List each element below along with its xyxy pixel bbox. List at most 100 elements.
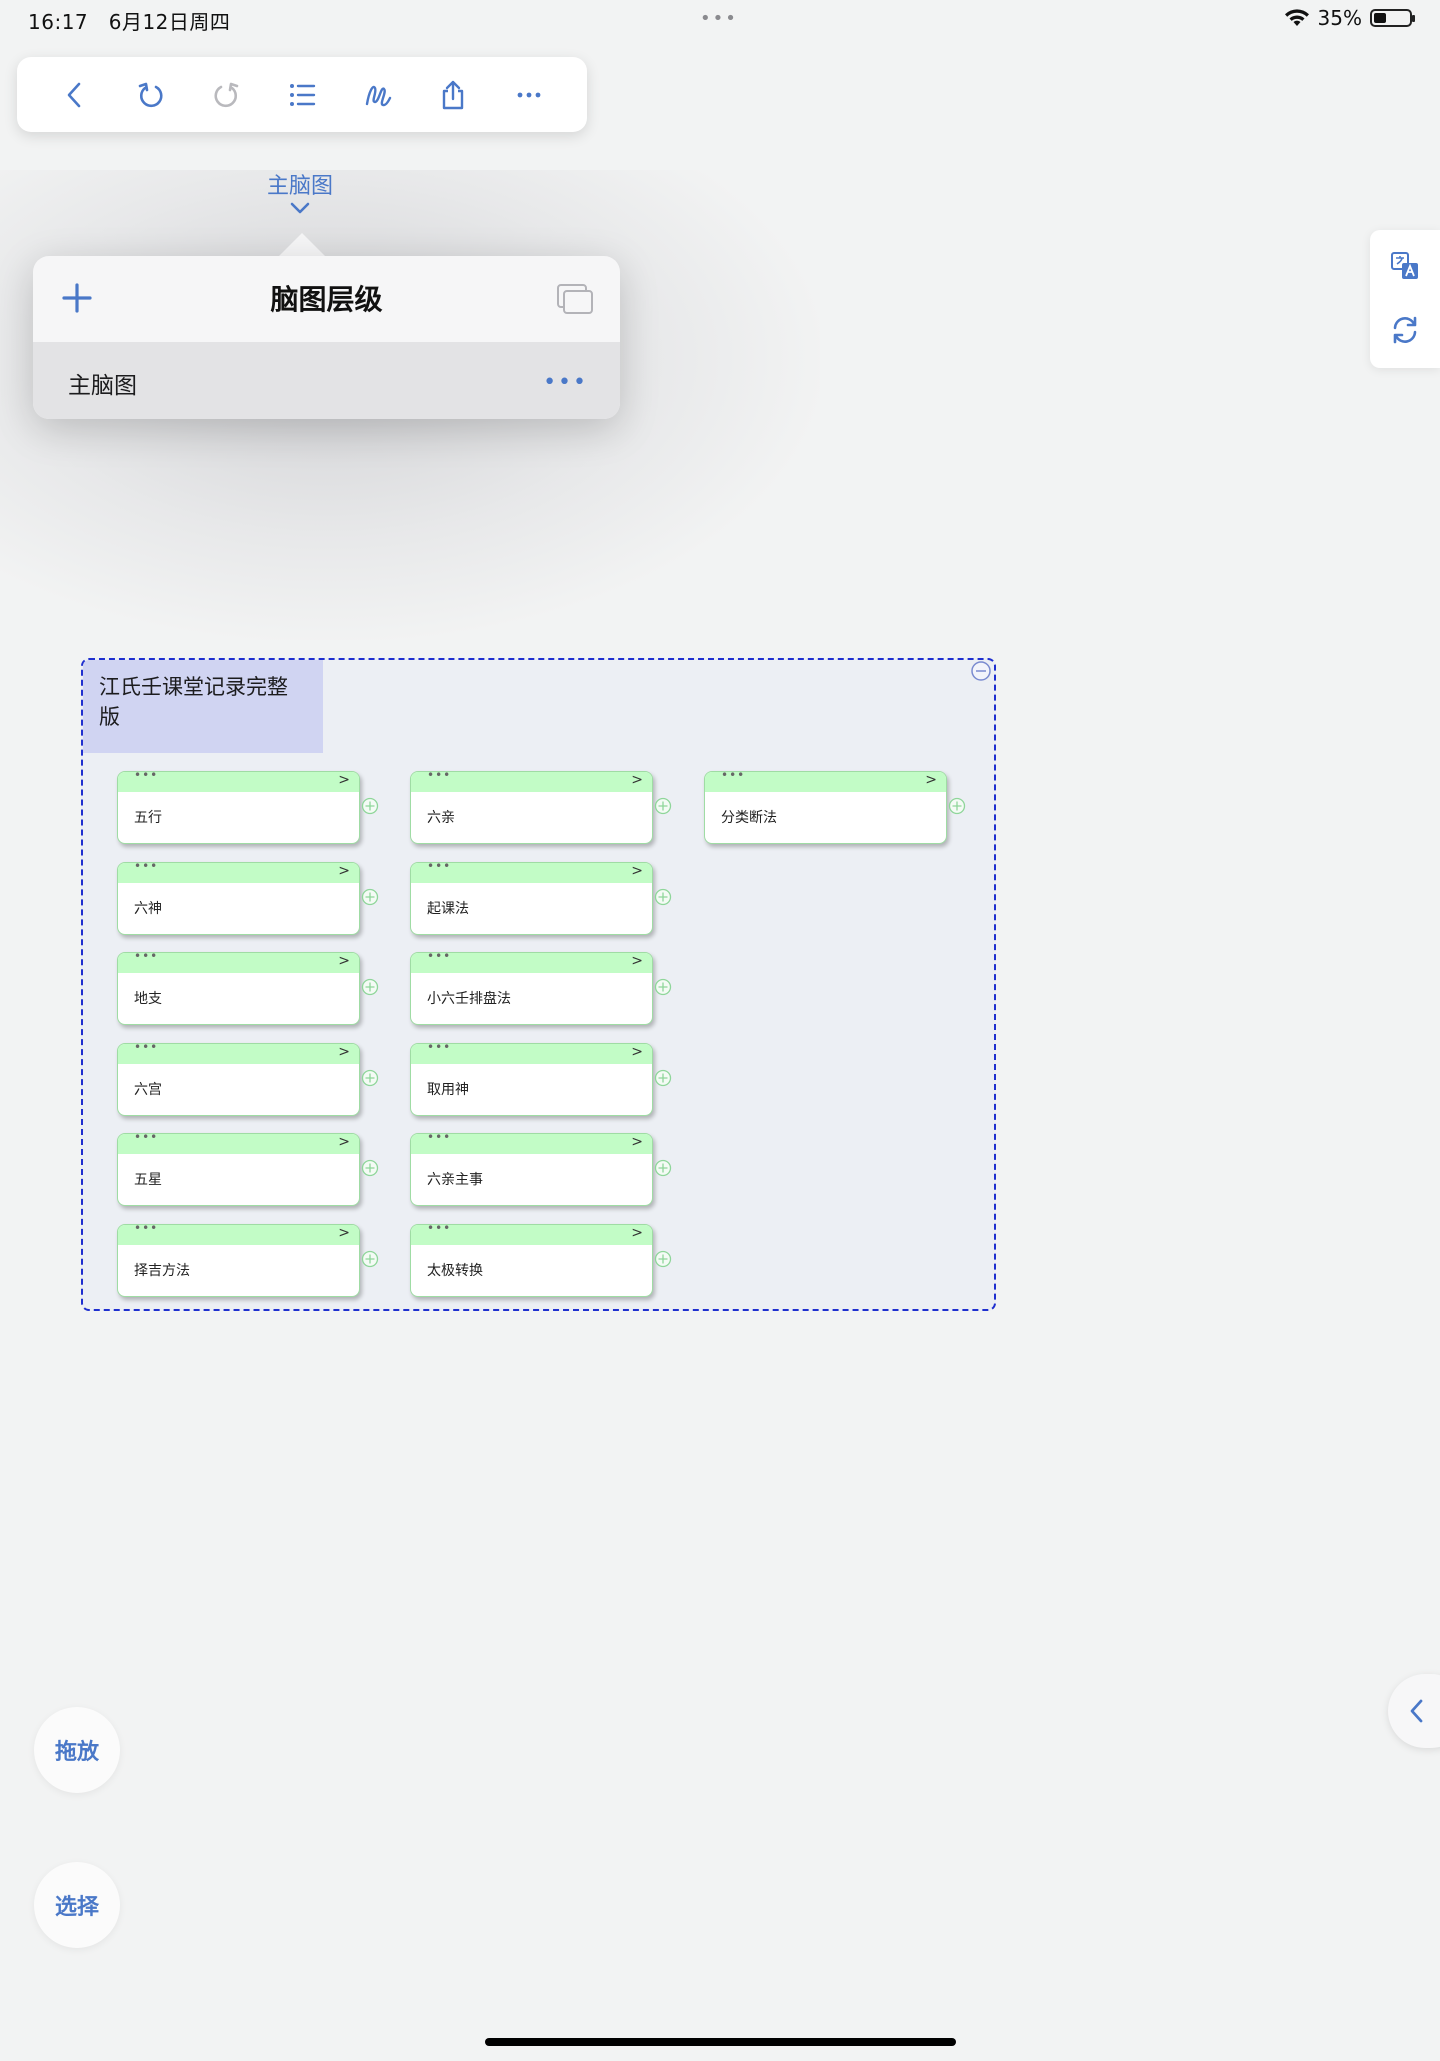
node-expand-arrow[interactable]: > [338,772,350,788]
redo-icon [214,82,239,107]
add-child-icon[interactable] [361,1159,379,1177]
side-tools-panel [1370,230,1440,368]
share-button[interactable] [431,73,475,117]
topic-node[interactable]: ••• > 六亲主事 [410,1130,653,1206]
topic-node[interactable]: ••• > 六神 [117,859,360,935]
node-label: 六神 [134,901,162,917]
mindmap-frame[interactable]: 江氏壬课堂记录完整版 •••>五行•••>六亲•••>分类断法•••>六神•••… [81,658,996,1311]
node-handle-icon[interactable]: ••• [134,768,159,782]
add-child-icon[interactable] [654,1159,672,1177]
add-child-icon[interactable] [654,888,672,906]
undo-icon [138,82,163,107]
topic-node[interactable]: •••>五行 [117,768,360,844]
node-label: 分类断法 [721,810,777,826]
draw-button[interactable] [356,73,400,117]
node-handle-icon[interactable]: ••• [134,859,159,873]
topic-node[interactable]: ••• > 地支 [117,949,360,1025]
battery-percent: 35% [1317,6,1362,30]
topic-node[interactable]: •••>小六壬排盘法 [410,949,653,1025]
node-handle-icon[interactable]: ••• [134,1221,159,1235]
node-expand-arrow[interactable]: > [338,863,350,879]
add-child-icon[interactable] [654,797,672,815]
node-expand-arrow[interactable]: > [338,1225,350,1241]
chevron-left-icon [67,82,81,107]
node-expand-arrow[interactable]: > [631,1134,643,1150]
node-expand-arrow[interactable]: > [631,953,643,969]
add-child-icon[interactable] [361,1069,379,1087]
popover-arrow [278,233,326,257]
add-child-icon[interactable] [654,1250,672,1268]
add-child-icon[interactable] [361,888,379,906]
node-expand-arrow[interactable]: > [338,953,350,969]
node-expand-arrow[interactable]: > [631,1225,643,1241]
windows-icon[interactable] [556,282,594,316]
topic-node[interactable]: •••>取用神 [410,1040,653,1116]
node-header: ••• > [705,768,946,792]
undo-button[interactable] [129,73,173,117]
node-label: 地支 [134,991,162,1007]
node-label: 起课法 [427,901,469,917]
refresh-icon[interactable] [1389,314,1421,346]
home-indicator [485,2038,956,2046]
add-child-icon[interactable] [361,797,379,815]
node-header: ••• > [118,768,359,792]
frame-title[interactable]: 江氏壬课堂记录完整版 [83,660,323,753]
add-child-icon[interactable] [361,1250,379,1268]
outline-button[interactable] [280,73,324,117]
node-handle-icon[interactable]: ••• [427,859,452,873]
layers-popover: 脑图层级 主脑图 ••• [33,256,620,419]
node-handle-icon[interactable]: ••• [721,768,746,782]
map-selector-label[interactable]: 主脑图 [266,174,333,199]
node-label: 太极转换 [427,1263,483,1279]
add-child-icon[interactable] [361,978,379,996]
chevron-down-icon[interactable] [288,200,312,216]
topic-node[interactable]: ••• > 起课法 [410,859,653,935]
node-label: 六亲主事 [427,1172,483,1188]
node-expand-arrow[interactable]: > [631,1044,643,1060]
node-handle-icon[interactable]: ••• [427,768,452,782]
topic-node[interactable]: •••>六宫 [117,1040,360,1116]
more-button[interactable] [507,73,551,117]
node-header: ••• > [118,1130,359,1154]
layer-row-main[interactable]: 主脑图 ••• [33,342,620,419]
node-header: ••• > [118,1221,359,1245]
translate-icon[interactable] [1389,250,1421,282]
collapse-icon[interactable] [970,660,992,682]
add-layer-icon[interactable] [59,280,95,316]
add-child-icon[interactable] [948,797,966,815]
node-handle-icon[interactable]: ••• [427,1221,452,1235]
scribble-icon [365,85,391,106]
multitask-dots[interactable]: ••• [700,8,738,29]
topic-node[interactable]: ••• > 择吉方法 [117,1221,360,1297]
more-icon [517,92,541,97]
layer-row-more-button[interactable]: ••• [543,370,588,395]
topic-node[interactable]: ••• > 六亲 [410,768,653,844]
drag-button[interactable]: 拖放 [34,1707,120,1793]
node-expand-arrow[interactable]: > [925,772,937,788]
redo-button[interactable] [204,73,248,117]
node-expand-arrow[interactable]: > [338,1044,350,1060]
back-button[interactable] [53,73,97,117]
topic-node[interactable]: ••• > 太极转换 [410,1221,653,1297]
node-handle-icon[interactable]: ••• [427,949,452,963]
node-label: 择吉方法 [134,1263,190,1279]
side-panel-toggle[interactable] [1388,1674,1440,1748]
node-label: 六亲 [427,810,455,826]
node-expand-arrow[interactable]: > [631,863,643,879]
add-child-icon[interactable] [654,1069,672,1087]
topic-node[interactable]: •••>五星 [117,1130,360,1206]
node-handle-icon[interactable]: ••• [134,1130,159,1144]
topic-node[interactable]: ••• > 分类断法 [704,768,947,844]
date-text: 6月12日周四 [108,10,231,34]
node-handle-icon[interactable]: ••• [427,1040,452,1054]
select-button[interactable]: 选择 [34,1862,120,1948]
popover-title: 脑图层级 [270,283,383,316]
add-child-icon[interactable] [654,978,672,996]
node-header: ••• > [411,1130,652,1154]
node-handle-icon[interactable]: ••• [134,1040,159,1054]
node-handle-icon[interactable]: ••• [134,949,159,963]
node-header: ••• > [411,1221,652,1245]
node-expand-arrow[interactable]: > [338,1134,350,1150]
node-handle-icon[interactable]: ••• [427,1130,452,1144]
node-expand-arrow[interactable]: > [631,772,643,788]
